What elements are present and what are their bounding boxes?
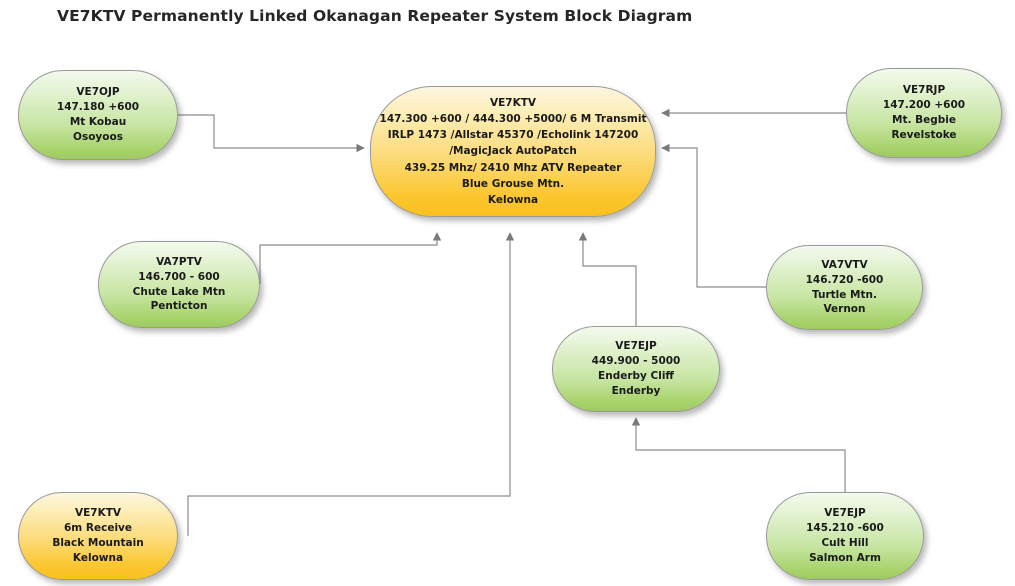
node-line: 439.25 Mhz/ 2410 Mhz ATV Repeater xyxy=(404,161,622,174)
node-line: 147.180 +600 xyxy=(56,101,140,114)
node-line: /MagicJack AutoPatch xyxy=(449,145,577,158)
node-line: 145.210 -600 xyxy=(806,522,884,535)
connector-va7ptv-to-center xyxy=(259,232,442,284)
node-line: Blue Grouse Mtn. xyxy=(461,177,565,190)
node-line: Salmon Arm xyxy=(809,551,881,564)
node-ve7ejp-salmon-arm[interactable]: VE7EJP 145.210 -600 Cult Hill Salmon Arm xyxy=(766,492,924,580)
node-line: Chute Lake Mtn xyxy=(132,285,226,298)
connector-ve7ejp-enderby-to-center xyxy=(578,232,637,326)
node-line: 147.200 +600 xyxy=(882,99,966,112)
node-line: Kelowna xyxy=(72,551,124,564)
node-line: IRLP 1473 /Allstar 45370 /Echolink 14720… xyxy=(387,129,639,142)
node-line: Vernon xyxy=(823,303,866,316)
node-label-group: VA7VTV 146.720 -600 Turtle Mtn. Vernon xyxy=(767,258,922,318)
node-line: VE7KTV xyxy=(489,96,537,109)
node-ve7ejp-enderby[interactable]: VE7EJP 449.900 - 5000 Enderby Cliff Ende… xyxy=(552,326,720,412)
node-line: Penticton xyxy=(150,300,208,313)
node-line: 449.900 - 5000 xyxy=(591,355,681,368)
node-ve7rjp-revelstoke[interactable]: VE7RJP 147.200 +600 Mt. Begbie Revelstok… xyxy=(846,68,1002,158)
node-line: Mt Kobau xyxy=(69,116,127,128)
node-label-group: VE7EJP 449.900 - 5000 Enderby Cliff Ende… xyxy=(553,339,719,399)
node-label-group: VE7KTV 6m Receive Black Mountain Kelowna xyxy=(19,506,177,566)
node-line: VA7VTV xyxy=(821,258,868,271)
node-line: VE7EJP xyxy=(824,507,866,520)
node-label-group: VA7PTV 146.700 - 600 Chute Lake Mtn Pent… xyxy=(99,255,259,315)
node-line: 146.700 - 600 xyxy=(138,270,220,283)
node-ve7ktv-6m-receive[interactable]: VE7KTV 6m Receive Black Mountain Kelowna xyxy=(18,492,178,580)
node-ve7ktv-hub[interactable]: VE7KTV 147.300 +600 / 444.300 +5000/ 6 M… xyxy=(370,86,656,217)
node-line: 147.300 +600 / 444.300 +5000/ 6 M Transm… xyxy=(379,112,647,125)
connector-va7vtv-to-center xyxy=(661,143,766,288)
connector-ve7ejp-salmon-to-enderby xyxy=(631,417,846,492)
node-line: Revelstoke xyxy=(891,128,957,141)
node-line: Black Mountain xyxy=(52,537,144,549)
node-line: Enderby Cliff xyxy=(598,370,674,382)
node-ve7ojp-osoyoos[interactable]: VE7OJP 147.180 +600 Mt Kobau Osoyoos xyxy=(18,70,178,160)
node-line: Turtle Mtn. xyxy=(812,288,877,301)
node-label-group: VE7OJP 147.180 +600 Mt Kobau Osoyoos xyxy=(19,85,177,145)
node-line: 146.720 -600 xyxy=(805,273,884,286)
node-va7vtv-vernon[interactable]: VA7VTV 146.720 -600 Turtle Mtn. Vernon xyxy=(766,245,923,330)
node-line: Mt. Begbie xyxy=(892,114,956,126)
node-va7ptv-penticton[interactable]: VA7PTV 146.700 - 600 Chute Lake Mtn Pent… xyxy=(98,241,260,328)
node-label-group: VE7EJP 145.210 -600 Cult Hill Salmon Arm xyxy=(767,506,923,566)
node-line: VE7RJP xyxy=(902,84,946,97)
node-line: Cult Hill xyxy=(821,537,869,549)
node-label-group: VE7RJP 147.200 +600 Mt. Begbie Revelstok… xyxy=(847,83,1001,143)
node-line: VA7PTV xyxy=(156,255,202,268)
node-line: Kelowna xyxy=(487,194,539,207)
page-title: VE7KTV Permanently Linked Okanagan Repea… xyxy=(57,7,693,25)
node-line: VE7KTV xyxy=(74,507,122,520)
node-line: VE7EJP xyxy=(615,340,657,353)
connector-ve7ktv6m-to-center xyxy=(187,232,515,536)
node-line: Enderby xyxy=(611,384,661,397)
node-line: Osoyoos xyxy=(73,130,123,143)
connector-ve7ojp-to-center xyxy=(178,114,365,153)
node-line: VE7OJP xyxy=(76,86,120,99)
node-line: 6m Receive xyxy=(63,522,133,535)
node-label-group: VE7KTV 147.300 +600 / 444.300 +5000/ 6 M… xyxy=(370,95,657,209)
